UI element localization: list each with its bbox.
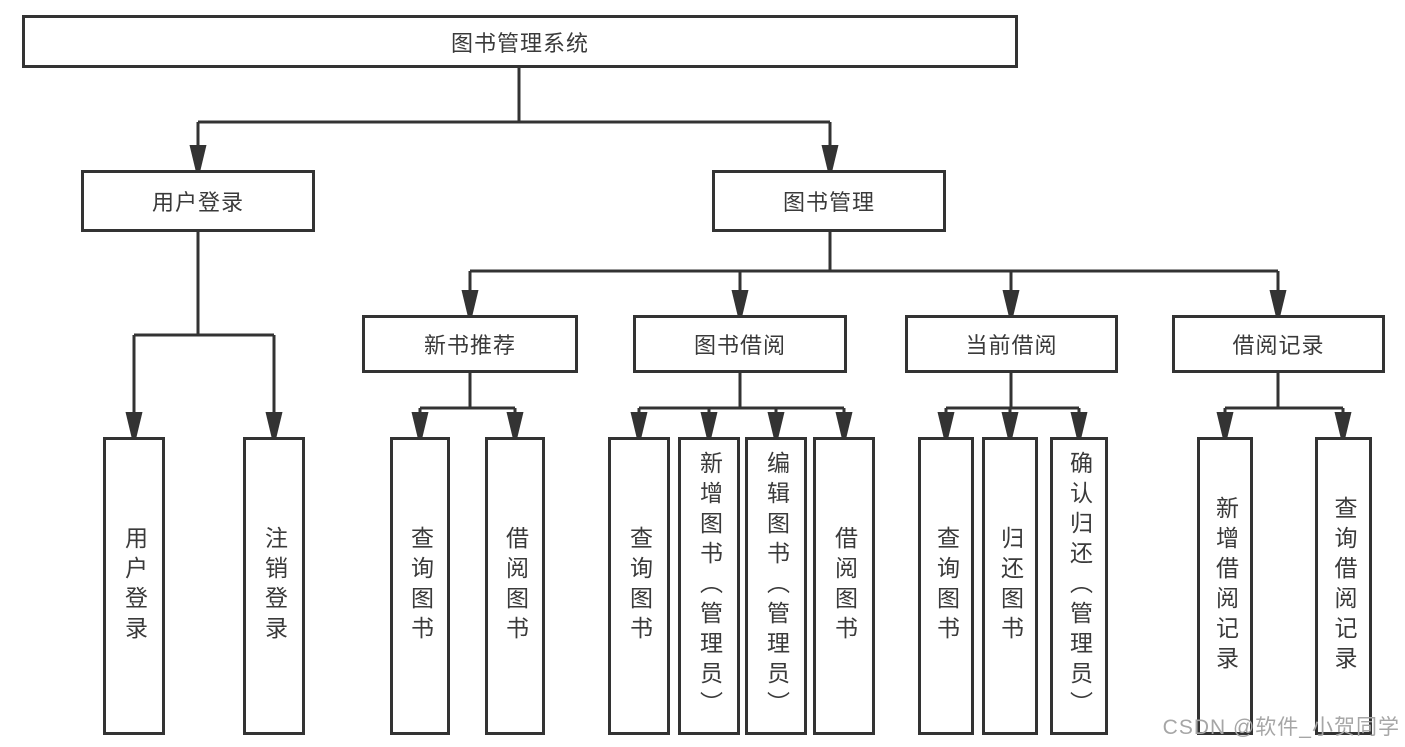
node-current-borrowing: 当前借阅 — [905, 315, 1118, 373]
node-label: 借阅图书 — [502, 526, 529, 646]
node-label: 查询图书 — [626, 526, 653, 646]
node-library-system: 图书管理系统 — [22, 15, 1018, 68]
node-label: 图书借阅 — [693, 333, 786, 358]
node-borrowing-records: 借阅记录 — [1172, 315, 1385, 373]
node-label: 新书推荐 — [423, 333, 516, 358]
node-label: 图书管理系统 — [450, 30, 589, 56]
leaf-borrow-books-borrowing: 借阅图书 — [813, 437, 875, 735]
node-label: 用户登录 — [121, 526, 148, 646]
node-label: 查询图书 — [933, 526, 960, 646]
node-label: 用户登录 — [151, 190, 244, 215]
node-label: 图书管理 — [782, 190, 875, 215]
leaf-edit-books-admin: 编辑图书（管理员） — [745, 437, 807, 735]
node-user-login: 用户登录 — [81, 170, 315, 232]
node-label: 注销登录 — [261, 526, 288, 646]
leaf-add-borrow-record: 新增借阅记录 — [1197, 437, 1253, 735]
node-label: 借阅记录 — [1232, 333, 1325, 358]
leaf-user-login: 用户登录 — [103, 437, 165, 735]
node-label: 查询图书 — [407, 526, 434, 646]
node-label: 归还图书 — [997, 526, 1024, 646]
leaf-return-books: 归还图书 — [982, 437, 1038, 735]
leaf-query-books-recommend: 查询图书 — [390, 437, 450, 735]
leaf-query-books-current: 查询图书 — [918, 437, 974, 735]
node-label: 确认归还（管理员） — [1066, 451, 1093, 721]
node-label: 编辑图书（管理员） — [763, 451, 790, 721]
leaf-query-borrow-record: 查询借阅记录 — [1315, 437, 1372, 735]
node-book-borrowing: 图书借阅 — [633, 315, 847, 373]
node-label: 当前借阅 — [965, 333, 1058, 358]
leaf-borrow-books-recommend: 借阅图书 — [485, 437, 545, 735]
node-label: 查询借阅记录 — [1331, 496, 1357, 676]
node-new-book-recommend: 新书推荐 — [362, 315, 578, 373]
node-label: 新增借阅记录 — [1212, 496, 1239, 676]
node-label: 新增图书（管理员） — [696, 451, 723, 721]
node-book-management: 图书管理 — [712, 170, 946, 232]
leaf-confirm-return-admin: 确认归还（管理员） — [1050, 437, 1108, 735]
leaf-logout-login: 注销登录 — [243, 437, 305, 735]
leaf-query-books-borrowing: 查询图书 — [608, 437, 670, 735]
watermark: CSDN @软件_小贺同学 — [1162, 716, 1400, 739]
leaf-add-books-admin: 新增图书（管理员） — [678, 437, 740, 735]
node-label: 借阅图书 — [831, 526, 858, 646]
